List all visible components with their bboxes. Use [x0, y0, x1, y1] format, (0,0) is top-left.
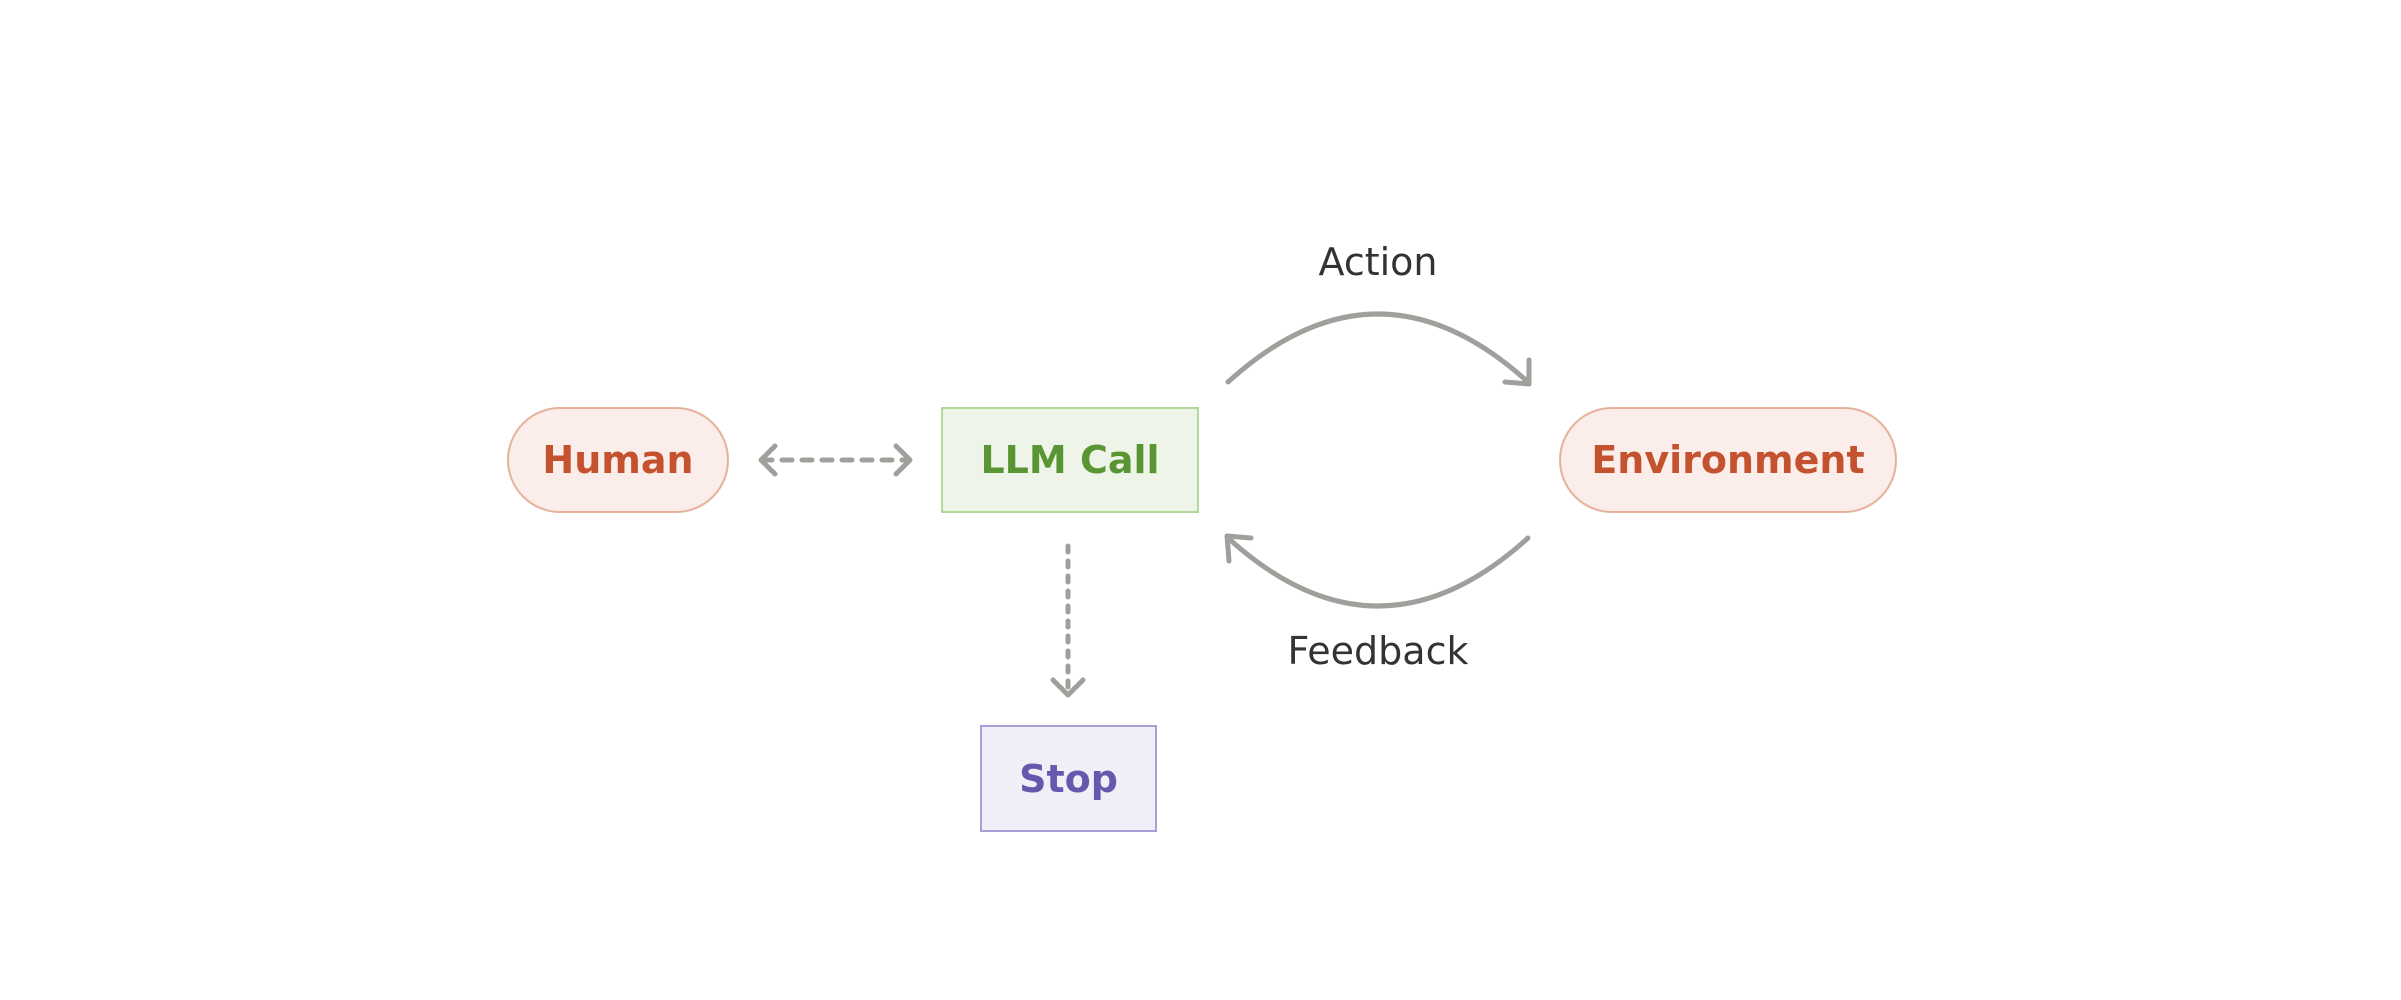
llm-call-label: LLM Call: [980, 438, 1160, 482]
feedback-label: Feedback: [1287, 629, 1469, 673]
feedback-arrow: [1224, 533, 1531, 609]
environment-node: Environment: [1559, 407, 1897, 513]
llm-call-node: LLM Call: [941, 407, 1199, 513]
human-node: Human: [507, 407, 729, 513]
human-label: Human: [542, 438, 694, 482]
stop-node: Stop: [980, 725, 1157, 832]
action-label: Action: [1318, 240, 1438, 284]
stop-label: Stop: [1019, 756, 1118, 801]
llm-stop-arrow: [1050, 543, 1086, 698]
human-llm-arrow: [758, 443, 913, 477]
environment-label: Environment: [1591, 438, 1865, 482]
action-arrow: [1225, 311, 1532, 387]
